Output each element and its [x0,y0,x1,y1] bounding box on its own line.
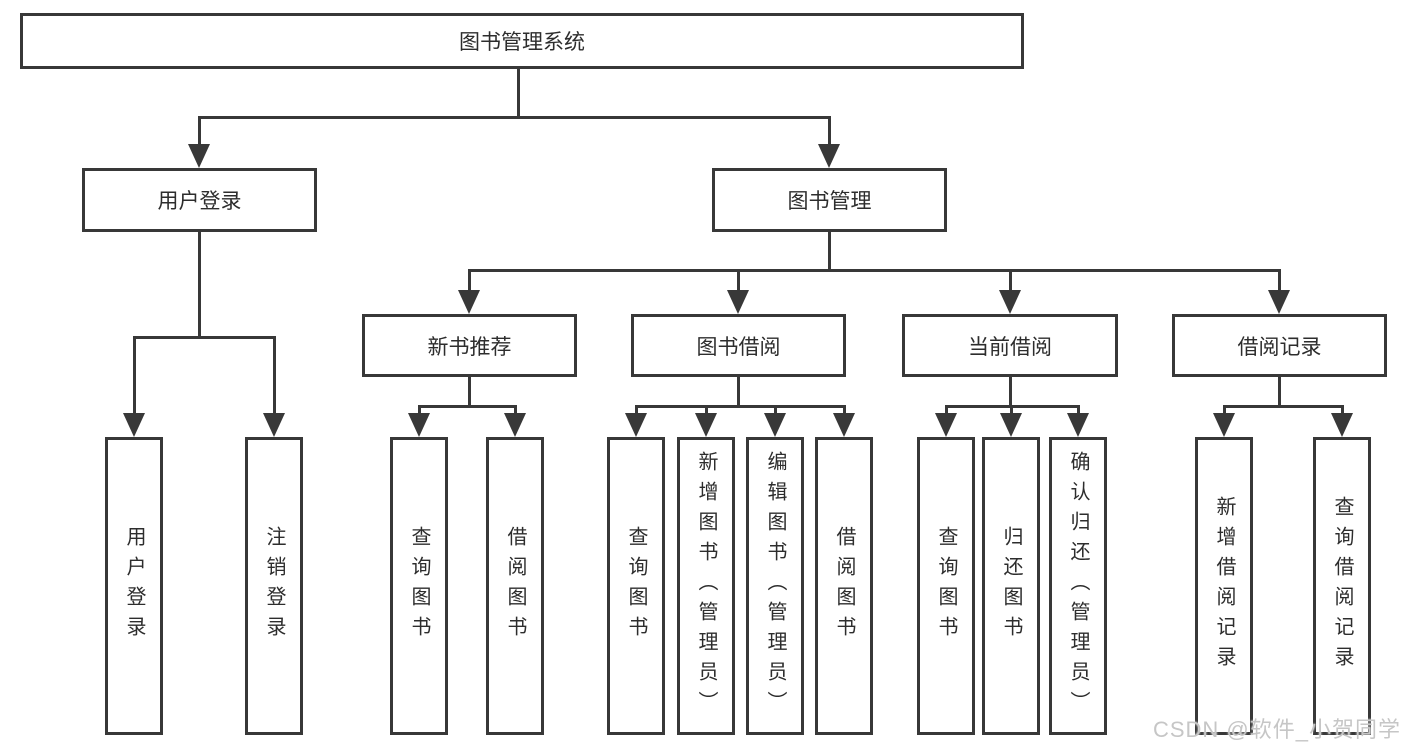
leaf-return-books: 归还图书 [982,437,1040,735]
leaf-query-books-borrow: 查询图书 [607,437,665,735]
connector-line [1277,269,1281,294]
connector-line [634,404,846,408]
connector-line [842,405,846,418]
connector-line [1008,377,1012,406]
arrow-down-icon [833,413,855,437]
node-label: 归还图书 [1000,526,1022,646]
connector-line [1340,405,1344,418]
arrow-down-icon [188,144,210,168]
leaf-query-books-recommend: 查询图书 [390,437,448,735]
connector-line [516,69,520,118]
arrow-down-icon [1331,413,1353,437]
connector-line [467,377,471,406]
node-label: 查询图书 [935,526,957,646]
leaf-borrow-books-recommend: 借阅图书 [486,437,544,735]
connector-line [704,405,708,418]
watermark: CSDN @软件_小贺同学 [1152,717,1401,742]
arrow-down-icon [1213,413,1235,437]
node-label: 用户登录 [123,526,145,646]
node-label: 查询图书 [625,526,647,646]
node-current-borrow: 当前借阅 [902,314,1118,377]
arrow-down-icon [1067,413,1089,437]
node-label: 图书借阅 [696,335,781,359]
leaf-confirm-return-admin: 确认归还（管理员） [1049,437,1107,735]
node-user-login: 用户登录 [82,168,317,232]
connector-line [132,336,136,418]
leaf-user-login: 用户登录 [105,437,163,735]
arrow-down-icon [818,144,840,168]
arrow-down-icon [764,413,786,437]
node-label: 新书推荐 [427,335,512,359]
node-label: 当前借阅 [968,335,1052,359]
connector-line [197,115,831,119]
connector-line [467,269,471,294]
connector-line [272,336,276,418]
node-label: 注销登录 [263,526,285,646]
connector-line [736,269,740,294]
connector-line [736,377,740,406]
connector-line [1076,405,1080,418]
leaf-borrow-books: 借阅图书 [815,437,873,735]
arrow-down-icon [408,413,430,437]
connector-line [197,116,201,148]
node-label: 新增图书（管理员） [695,451,717,721]
connector-line [1222,405,1226,418]
leaf-query-books-current: 查询图书 [917,437,975,735]
connector-line [1009,405,1013,418]
arrow-down-icon [935,413,957,437]
node-borrow-records: 借阅记录 [1172,314,1387,377]
leaf-add-borrow-record: 新增借阅记录 [1195,437,1253,735]
arrow-down-icon [999,290,1021,314]
arrow-down-icon [727,290,749,314]
node-label: 图书管理系统 [459,31,585,54]
node-label: 借阅图书 [833,526,855,646]
node-new-book-recommend: 新书推荐 [362,314,577,377]
node-library-management-system: 图书管理系统 [20,13,1024,69]
leaf-edit-books-admin: 编辑图书（管理员） [746,437,804,735]
node-label: 编辑图书（管理员） [764,451,786,721]
node-label: 新增借阅记录 [1213,496,1235,676]
arrow-down-icon [263,413,285,437]
node-label: 借阅记录 [1237,335,1322,359]
node-book-borrow: 图书借阅 [631,314,846,377]
node-label: 借阅图书 [504,526,526,646]
connector-line [634,405,638,418]
connector-line [513,405,517,418]
node-label: 用户登录 [157,190,242,213]
arrow-down-icon [1268,290,1290,314]
connector-line [467,268,1281,272]
connector-line [197,232,201,338]
node-label: 图书管理 [787,190,872,213]
connector-line [132,335,276,339]
connector-line [1222,404,1344,408]
node-book-management: 图书管理 [712,168,947,232]
connector-line [773,405,777,418]
connector-line [827,232,831,272]
connector-line [1008,269,1012,294]
arrow-down-icon [1000,413,1022,437]
leaf-logout: 注销登录 [245,437,303,735]
leaf-query-borrow-record: 查询借阅记录 [1313,437,1371,735]
leaf-add-books-admin: 新增图书（管理员） [677,437,735,735]
node-label: 查询借阅记录 [1331,496,1353,676]
arrow-down-icon [458,290,480,314]
node-label: 查询图书 [408,526,430,646]
arrow-down-icon [695,413,717,437]
connector-line [417,404,517,408]
arrow-down-icon [625,413,647,437]
connector-line [1277,377,1281,406]
connector-line [827,116,831,148]
arrow-down-icon [504,413,526,437]
connector-line [944,405,948,418]
node-label: 确认归还（管理员） [1067,451,1089,721]
arrow-down-icon [123,413,145,437]
connector-line [417,405,421,418]
